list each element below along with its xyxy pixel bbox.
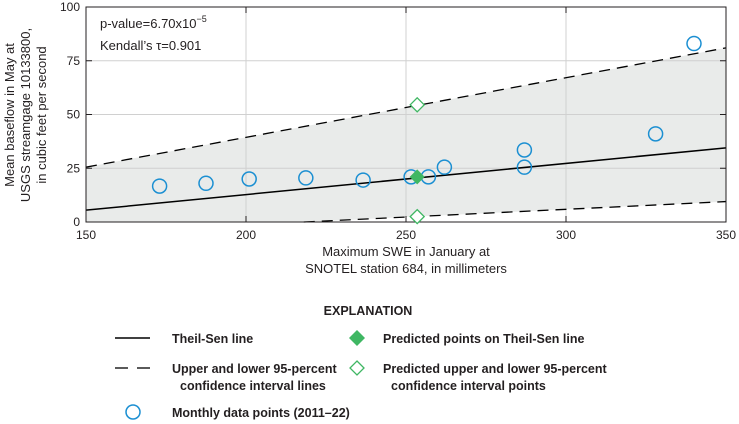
legend-label-theil: Theil-Sen line [172,332,253,346]
x-tick-label: 150 [76,228,96,242]
data-point [241,171,257,187]
upper-ci-line [85,47,727,168]
y-axis-label: in cubic feet per second [34,46,49,183]
y-tick-label: 25 [67,161,81,175]
legend-circle-icon [125,404,141,420]
x-axis-label: Maximum SWE in January at [322,244,490,259]
predicted-point [409,169,425,185]
data-point [151,178,168,194]
legend-filled-diamond-icon [349,330,365,346]
data-point [516,142,533,158]
legend-open-diamond-icon [349,360,365,376]
y-tick-label: 50 [67,108,81,122]
x-tick-label: 350 [716,228,736,242]
y-tick-label: 100 [60,0,80,14]
data-point [516,159,533,175]
p-value-annotation: p-value=6.70x10−5 [100,14,207,31]
lower-ci-line [303,200,727,223]
x-tick-label: 200 [236,228,256,242]
legend-label-pred: Predicted points on Theil-Sen line [383,332,584,346]
x-tick-label: 250 [396,228,416,242]
predicted-ci-point [409,208,426,225]
y-axis-label: Mean baseflow in May at [2,43,17,187]
plot-frame [85,6,727,223]
data-point [436,159,453,175]
data-point [686,35,702,52]
data-point [198,175,214,192]
x-tick-label: 300 [556,228,576,242]
data-point [355,172,371,188]
predicted-ci-point [409,96,426,113]
legend-label-predci: confidence interval points [391,379,546,393]
data-point [298,170,314,186]
data-point [647,126,664,142]
x-axis-label: SNOTEL station 684, in millimeters [305,261,507,276]
y-tick-label: 75 [67,54,81,68]
legend-title: EXPLANATION [324,304,413,318]
theil-sen-line [85,147,727,211]
legend-label-points: Monthly data points (2011–22) [172,406,350,420]
y-tick-label: 0 [73,215,80,229]
legend-label-ci: confidence interval lines [180,379,326,393]
legend-label-predci: Predicted upper and lower 95-percent [383,362,608,376]
legend-label-ci: Upper and lower 95-percent [172,362,337,376]
y-axis-label: USGS streamgage 10133800, [18,28,33,202]
kendall-annotation: Kendall’s τ=0.901 [100,38,201,53]
